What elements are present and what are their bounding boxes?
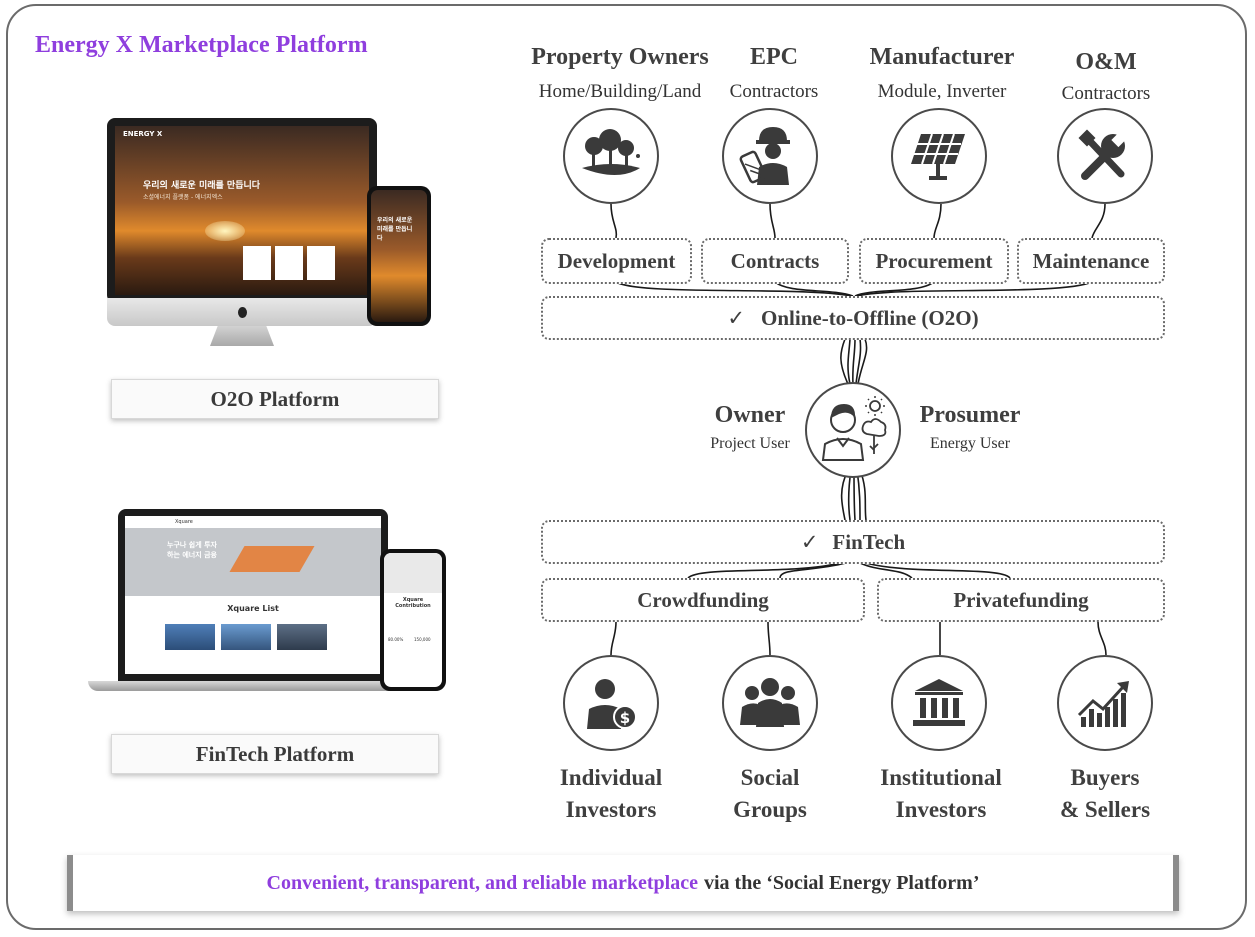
page-title: Energy X Marketplace Platform — [35, 32, 368, 58]
fintech-site-thumb-1 — [165, 624, 215, 650]
fintech-site-headline: 누구나 쉽게 투자하는 에너지 금융 — [167, 541, 217, 559]
group-icon — [722, 655, 818, 751]
fintech-bar: ✓ FinTech — [541, 520, 1165, 564]
diagram-frame — [6, 4, 1247, 930]
footer-highlight: Convenient, transparent, and reliable ma… — [266, 871, 698, 894]
o2o-site-card-1 — [243, 246, 271, 280]
stage-development: Development — [541, 238, 692, 284]
investor-icon: $ — [563, 655, 659, 751]
o2o-phone-screen: 우리의 새로운 미래를 만듭니다 — [371, 190, 427, 322]
fintech-phone-title: Xquare Contribution — [395, 597, 431, 609]
tools-icon — [1057, 108, 1153, 204]
stage-contracts: Contracts — [701, 238, 849, 284]
imac-chin — [107, 298, 377, 326]
check-mark: ✓ — [800, 529, 819, 554]
engineer-icon — [722, 108, 818, 204]
owner-label: Owner Project User — [695, 402, 805, 453]
o2o-bar: ✓ Online-to-Offline (O2O) — [541, 296, 1165, 340]
funding-privatefunding: Privatefunding — [877, 578, 1165, 622]
o2o-site-card-2 — [275, 246, 303, 280]
stage-procurement: Procurement — [859, 238, 1009, 284]
check-mark: ✓ — [727, 305, 746, 330]
fintech-site-thumb-2 — [221, 624, 271, 650]
o2o-phone: 우리의 새로운 미래를 만듭니다 — [367, 186, 431, 326]
footer-banner: Convenient, transparent, and reliable ma… — [67, 855, 1179, 911]
fintech-platform-mockup: Xquare 누구나 쉽게 투자하는 에너지 금융 Xquare List Xq… — [88, 505, 458, 705]
apple-logo-icon — [237, 306, 247, 318]
trees-icon — [563, 108, 659, 204]
imac-stand — [210, 326, 274, 346]
prosumer-title: Prosumer — [919, 402, 1021, 428]
svg-text:$: $ — [620, 709, 630, 727]
funding-crowdfunding: Crowdfunding — [541, 578, 865, 622]
prosumer-icon — [805, 382, 901, 478]
fintech-phone: Xquare Contribution 80.00% 150,000 — [380, 549, 446, 691]
fintech-phone-hero — [384, 553, 442, 593]
fintech-phone-value-2: 150,000 — [414, 637, 431, 642]
footer-rest: via the ‘Social Energy Platform’ — [703, 871, 980, 894]
prosumer-subtitle: Energy User — [929, 435, 1011, 452]
o2o-site-headline: 우리의 새로운 미래를 만듭니다 — [143, 181, 261, 191]
fintech-bar-label: FinTech — [832, 529, 906, 554]
actor-title-om: O&M — [1075, 49, 1137, 75]
o2o-bar-label: Online-to-Offline (O2O) — [761, 305, 979, 330]
laptop-screen: Xquare 누구나 쉽게 투자하는 에너지 금융 Xquare List — [118, 509, 388, 681]
o2o-site-sub: 소셜에너지 플랫폼 - 에너지엑스 — [143, 194, 223, 201]
fintech-platform-label: FinTech Platform — [111, 734, 439, 774]
o2o-platform-mockup: ENERGY X 우리의 새로운 미래를 만듭니다 소셜에너지 플랫폼 - 에너… — [95, 108, 455, 353]
actor-sub-om: Contractors — [1061, 83, 1151, 104]
fintech-phone-value-1: 80.00% — [388, 637, 404, 642]
fintech-site-brand: Xquare — [175, 519, 193, 525]
fintech-site: Xquare 누구나 쉽게 투자하는 에너지 금융 Xquare List — [125, 516, 381, 674]
bottom-label-buyers-sellers: Buyers& Sellers — [1059, 765, 1151, 822]
owner-subtitle: Project User — [710, 435, 790, 452]
imac-screen: ENERGY X 우리의 새로운 미래를 만듭니다 소셜에너지 플랫폼 - 에너… — [107, 118, 377, 303]
laptop-base — [88, 681, 418, 691]
actor-title-manufacturer: Manufacturer — [869, 44, 1015, 70]
o2o-site-brand: ENERGY X — [123, 130, 163, 138]
sun-glow — [205, 221, 245, 241]
o2o-platform-label: O2O Platform — [111, 379, 439, 419]
actor-sub-epc: Contractors — [729, 81, 819, 102]
actor-sub-manufacturer: Module, Inverter — [877, 81, 1007, 102]
o2o-phone-text: 우리의 새로운 미래를 만듭니다 — [377, 217, 413, 242]
growth-chart-icon — [1057, 655, 1153, 751]
o2o-site-hero: ENERGY X 우리의 새로운 미래를 만듭니다 소셜에너지 플랫폼 - 에너… — [115, 126, 369, 295]
fintech-phone-screen: Xquare Contribution 80.00% 150,000 — [384, 553, 442, 687]
o2o-site-card-3 — [307, 246, 335, 280]
actor-title-epc: EPC — [750, 44, 798, 70]
prosumer-label: Prosumer Energy User — [910, 402, 1030, 453]
solar-panel-icon — [891, 108, 987, 204]
actor-title-property-owners: Property Owners — [531, 44, 709, 70]
actor-sub-property-owners: Home/Building/Land — [538, 81, 702, 102]
fintech-site-list-title: Xquare List — [227, 604, 279, 613]
fintech-site-thumb-3 — [277, 624, 327, 650]
stage-maintenance: Maintenance — [1017, 238, 1165, 284]
owner-title: Owner — [714, 402, 786, 428]
bank-icon — [891, 655, 987, 751]
